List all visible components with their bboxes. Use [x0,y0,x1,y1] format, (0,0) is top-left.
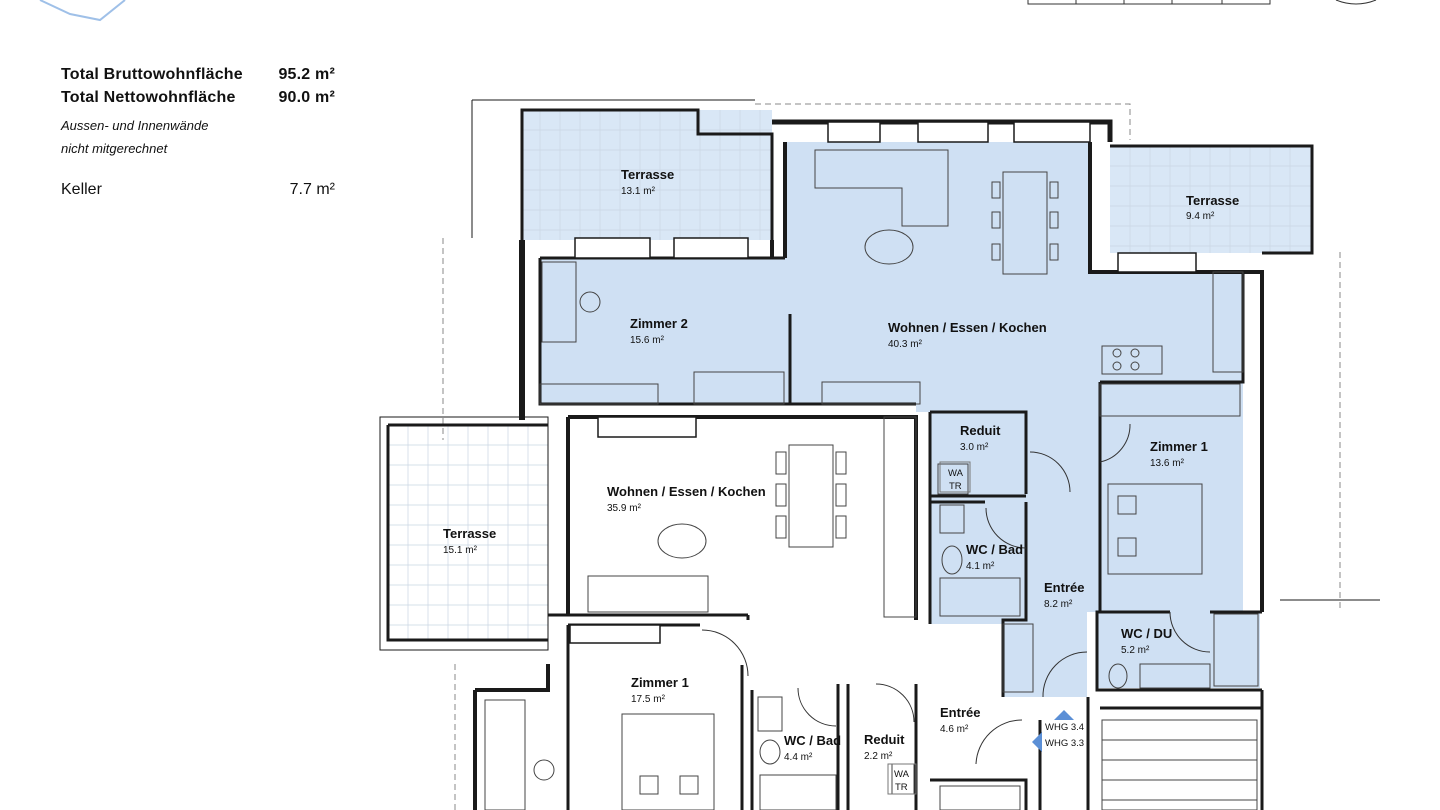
netto-value: 90.0 m² [278,89,335,106]
keller-value: 7.7 m² [289,181,335,198]
walls-note-line2: nicht mitgerechnet [61,141,168,156]
room-zimmer1-a-name: Zimmer 1 [1150,439,1208,454]
marker-whg-34: WHG 3.4 [1045,722,1084,733]
room-entree-a-name: Entrée [1044,580,1084,595]
room-wcdu-a-area: 5.2 m² [1121,645,1150,656]
marker-triangle-left-icon [1032,732,1042,752]
room-entree-a-area: 8.2 m² [1044,599,1073,610]
room-wohnen-b-name: Wohnen / Essen / Kochen [607,484,766,499]
highlight-apartment [522,110,1312,697]
room-wcdu-a-name: WC / DU [1121,626,1172,641]
room-wcbad-a-name: WC / Bad [966,542,1023,557]
room-terrasse-c-name: Terrasse [443,526,496,541]
washer-label-b: WA [894,769,910,780]
brutto-row: Total Bruttowohnfläche 95.2 m² [61,66,341,89]
keller-row: Keller 7.7 m² [61,181,341,203]
room-zimmer1-b-name: Zimmer 1 [631,675,689,690]
furniture [484,149,1259,810]
room-zimmer1-b-area: 17.5 m² [631,694,666,705]
room-reduit-b-area: 2.2 m² [864,751,893,762]
room-reduit-b-name: Reduit [864,732,905,747]
room-terrasse-a-area: 13.1 m² [621,186,656,197]
room-terrasse-b-area: 9.4 m² [1186,211,1215,222]
keller-label: Keller [61,181,102,198]
room-zimmer2-a-area: 15.6 m² [630,335,665,346]
room-wcbad-b-name: WC / Bad [784,733,841,748]
dryer-label-a: TR [949,481,962,492]
window-marks [569,121,1197,644]
room-wcbad-b-area: 4.4 m² [784,752,813,763]
walls-note: Aussen- und Innenwände nicht mitgerechne… [61,114,341,160]
dryer-label-b: TR [895,782,908,793]
room-entree-b-name: Entrée [940,705,980,720]
brutto-value: 95.2 m² [278,66,335,83]
room-entree-b-area: 4.6 m² [940,724,969,735]
room-zimmer1-a-area: 13.6 m² [1150,458,1185,469]
marker-triangle-up-icon [1054,710,1074,720]
room-terrasse-c-area: 15.1 m² [443,545,478,556]
room-terrasse-a-name: Terrasse [621,167,674,182]
room-wohnen-a-name: Wohnen / Essen / Kochen [888,320,1047,335]
terrace-grids [388,110,1312,640]
room-zimmer2-a-name: Zimmer 2 [630,316,688,331]
laundry-appliances: WA TR WA TR [887,461,971,795]
header-fragment [39,0,1377,22]
room-reduit-a-name: Reduit [960,423,1001,438]
roof-outline [442,103,1341,810]
apartment-markers: WHG 3.4 WHG 3.3 [1032,710,1084,752]
netto-row: Total Nettowohnfläche 90.0 m² [61,89,341,112]
area-summary: Total Bruttowohnfläche 95.2 m² Total Net… [61,66,341,203]
room-labels: Terrasse 13.1 m² Terrasse 9.4 m² Zimmer … [443,167,1239,763]
walls-note-line1: Aussen- und Innenwände [61,118,209,133]
brutto-label: Total Bruttowohnfläche [61,66,243,83]
washer-label-a: WA [948,468,964,479]
room-wcbad-a-area: 4.1 m² [966,561,995,572]
marker-whg-33: WHG 3.3 [1045,738,1084,749]
netto-label: Total Nettowohnfläche [61,89,236,106]
room-terrasse-b-name: Terrasse [1186,193,1239,208]
door-swings [701,423,1211,765]
room-reduit-a-area: 3.0 m² [960,442,989,453]
room-wohnen-a-area: 40.3 m² [888,339,923,350]
room-wohnen-b-area: 35.9 m² [607,503,642,514]
